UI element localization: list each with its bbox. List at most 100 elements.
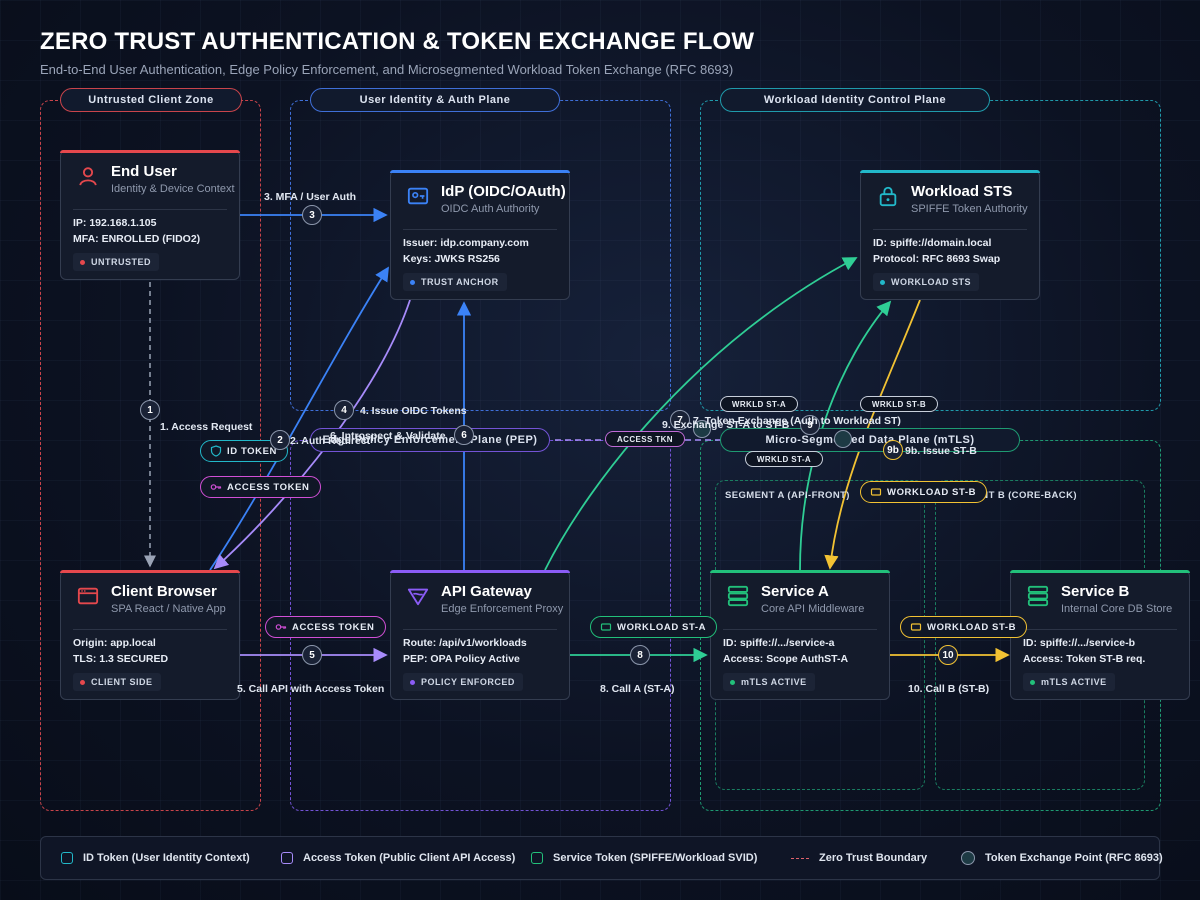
step-10: 10 [938, 645, 958, 665]
step-9b: 9b [883, 440, 903, 460]
idp-node[interactable]: IdP (OIDC/OAuth) OIDC Auth Authority Iss… [390, 170, 570, 300]
token-card-icon [910, 623, 922, 631]
service-b-node[interactable]: Service B Internal Core DB Store ID: spi… [1010, 570, 1190, 700]
user-icon [79, 167, 97, 186]
node-detail: MFA: ENROLLED (FIDO2) [73, 233, 201, 245]
step-8: 8 [630, 645, 650, 665]
node-detail: PEP: OPA Policy Active [403, 653, 520, 665]
server-stack-icon [727, 585, 749, 607]
api-gateway-node[interactable]: API Gateway Edge Enforcement Proxy Route… [390, 570, 570, 700]
label-6-introspect: 6. Introspect & Validate [330, 430, 446, 442]
status-badge: CLIENT SIDE [73, 673, 161, 691]
legend-id-token: ID Token (User Identity Context) [61, 837, 250, 879]
node-subtitle: SPIFFE Token Authority [911, 203, 1028, 215]
workload-sts-node[interactable]: Workload STS SPIFFE Token Authority ID: … [860, 170, 1040, 300]
node-detail: IP: 192.168.1.105 [73, 217, 157, 229]
node-detail: Access: Scope AuthST-A [723, 653, 849, 665]
edge-9-exchange-sta-stb [799, 300, 892, 571]
label-1-access-request: 1. Access Request [160, 421, 253, 433]
key-icon [210, 484, 222, 490]
legend-access-token: Access Token (Public Client API Access) [281, 837, 515, 879]
zone-pill-micro: Micro-Segmented Data Plane (mTLS) [720, 428, 1020, 452]
node-title: Service B [1061, 583, 1130, 600]
token-exchange-point [693, 420, 711, 438]
edge-2-auth-redirect [209, 266, 389, 571]
node-detail: Keys: JWKS RS256 [403, 253, 500, 265]
step-1: 1 [140, 400, 160, 420]
zone-pill-identity: User Identity & Auth Plane [310, 88, 560, 112]
status-badge: mTLS ACTIVE [1023, 673, 1115, 691]
status-badge: mTLS ACTIVE [723, 673, 815, 691]
node-detail: Issuer: idp.company.com [403, 237, 529, 249]
edge-7-token-exchange [544, 257, 858, 571]
access-token-chip: ACCESS TOKEN [265, 616, 386, 638]
segment-b-label: SEGMENT B (CORE-BACK) [945, 490, 1077, 501]
node-detail: ID: spiffe://domain.local [873, 237, 992, 249]
legend: ID Token (User Identity Context) Access … [40, 836, 1163, 880]
legend-exchange-point: Token Exchange Point (RFC 8693) [961, 837, 1163, 879]
label-9-exchange: 9. Exchange ST-A to ST-B [662, 419, 790, 431]
node-subtitle: SPA React / Native App [111, 603, 226, 615]
node-subtitle: Edge Enforcement Proxy [441, 603, 564, 615]
status-badge: POLICY ENFORCED [403, 673, 523, 691]
access-tkn-tag: ACCESS TKN [605, 431, 685, 447]
workload-st-b-chip: WORKLOAD ST-B [860, 481, 988, 503]
node-detail: ID: spiffe://.../service-a [723, 637, 835, 649]
label-7-token-exchange: 7. Token Exchange (Auth to Workload ST) [693, 415, 901, 427]
id-token-chip: ID TOKEN [200, 440, 289, 462]
label-10-call-b: 10. Call B (ST-B) [908, 683, 990, 695]
status-badge: UNTRUSTED [73, 253, 159, 271]
node-title: API Gateway [441, 583, 532, 600]
node-title: IdP (OIDC/OAuth) [441, 183, 566, 200]
legend-service-token: Service Token (SPIFFE/Workload SVID) [531, 837, 757, 879]
label-3-mfa-auth: 3. MFA / User Auth [264, 191, 356, 203]
service-a-node[interactable]: Service A Core API Middleware ID: spiffe… [710, 570, 890, 700]
node-subtitle: Identity & Device Context [111, 183, 235, 195]
step-5: 5 [302, 645, 322, 665]
shield-icon [210, 445, 222, 457]
workload-st-a-chip: WORKLOAD ST-A [590, 616, 718, 638]
zone-pill-workload: Workload Identity Control Plane [720, 88, 990, 112]
server-stack-icon [1027, 585, 1049, 607]
client-browser-node[interactable]: Client Browser SPA React / Native App Or… [60, 570, 240, 700]
page-subtitle: End-to-End User Authentication, Edge Pol… [40, 62, 734, 77]
step-4: 4 [334, 400, 354, 420]
node-detail: Route: /api/v1/workloads [403, 637, 527, 649]
label-2-auth-redirect: 2. Auth Redirect [290, 435, 371, 447]
end-user-node[interactable]: End User Identity & Device Context IP: 1… [60, 150, 240, 280]
id-card-icon [407, 187, 429, 205]
wrkld-st-b-tag: WRKLD ST-B [860, 396, 938, 412]
label-4-issue-oidc: 4. Issue OIDC Tokens [360, 405, 467, 417]
node-subtitle: OIDC Auth Authority [441, 203, 540, 215]
token-card-icon [600, 623, 612, 631]
lock-icon [879, 186, 897, 207]
token-exchange-point [834, 430, 852, 448]
node-detail: Origin: app.local [73, 637, 156, 649]
step-6: 6 [454, 425, 474, 445]
page-title: ZERO TRUST AUTHENTICATION & TOKEN EXCHAN… [40, 28, 755, 55]
step-2: 2 [270, 430, 290, 450]
node-detail: Protocol: RFC 8693 Swap [873, 253, 1001, 265]
browser-window-icon [77, 587, 99, 605]
gateway-shield-icon [407, 588, 429, 606]
step-9: 9 [800, 415, 820, 435]
node-subtitle: Internal Core DB Store [1061, 603, 1173, 615]
step-7: 7 [670, 410, 690, 430]
token-card-icon [870, 488, 882, 496]
wrkld-st-a-tag: WRKLD ST-A [720, 396, 798, 412]
wrkld-st-a-tag: WRKLD ST-A [745, 451, 823, 467]
node-title: Client Browser [111, 583, 217, 600]
label-9b-issue-stb: 9b. Issue ST-B [905, 445, 977, 457]
node-title: End User [111, 163, 177, 180]
status-badge: TRUST ANCHOR [403, 273, 507, 291]
label-8-call-a: 8. Call A (ST-A) [600, 683, 675, 695]
step-3: 3 [302, 205, 322, 225]
node-detail: Access: Token ST-B req. [1023, 653, 1146, 665]
key-icon [275, 624, 287, 630]
zone-pill-untrusted: Untrusted Client Zone [60, 88, 242, 112]
node-title: Workload STS [911, 183, 1013, 200]
segment-a-label: SEGMENT A (API-FRONT) [725, 490, 850, 501]
status-badge: WORKLOAD STS [873, 273, 979, 291]
node-title: Service A [761, 583, 829, 600]
